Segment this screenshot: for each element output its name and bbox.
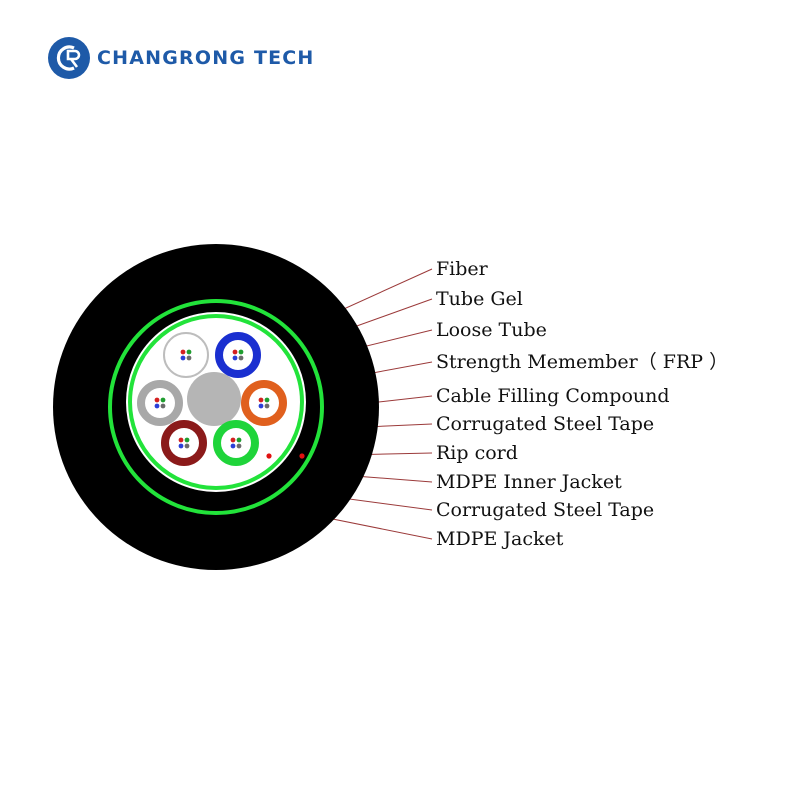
label-rip-cord: Rip cord [436, 442, 518, 464]
label-corrugated-outer: Corrugated Steel Tape [436, 499, 655, 521]
fiber [236, 437, 242, 443]
label-loose-tube: Loose Tube [436, 319, 547, 341]
strength-member-frp [187, 372, 241, 426]
label-tube-gel: Tube Gel [436, 288, 523, 310]
label-fiber: Fiber [436, 258, 488, 280]
fiber [264, 403, 270, 409]
fiber [232, 349, 238, 355]
loose-tube-3 [241, 380, 287, 426]
loose-tube-5 [161, 420, 207, 466]
fiber [184, 443, 190, 449]
loose-tube-1 [163, 332, 209, 378]
loose-tube-6 [137, 380, 183, 426]
label-mdpe-inner: MDPE Inner Jacket [436, 471, 622, 493]
label-strength-member: Strength Memember（ FRP ） [436, 351, 729, 373]
fiber [258, 397, 264, 403]
fiber [178, 443, 184, 449]
fiber [184, 437, 190, 443]
fiber [264, 397, 270, 403]
fiber [186, 355, 192, 361]
label-mdpe-jacket: MDPE Jacket [436, 528, 564, 550]
fiber [238, 349, 244, 355]
fiber [178, 437, 184, 443]
fiber [180, 355, 186, 361]
fiber [258, 403, 264, 409]
fiber [230, 443, 236, 449]
logo-icon [48, 37, 90, 79]
rip-cord-1 [266, 453, 272, 459]
fiber [154, 403, 160, 409]
fiber [232, 355, 238, 361]
loose-tube-4 [213, 420, 259, 466]
fiber [230, 437, 236, 443]
corrugated-steel-tape-outer [108, 299, 324, 515]
corrugated-steel-tape-inner [128, 314, 304, 490]
fiber [154, 397, 160, 403]
loose-tubes [137, 332, 287, 466]
fiber [238, 355, 244, 361]
loose-tube-2 [215, 332, 261, 378]
fiber [236, 443, 242, 449]
fiber [186, 349, 192, 355]
brand-logo: CHANGRONG TECH [47, 35, 315, 81]
label-corrugated-inner: Corrugated Steel Tape [436, 413, 655, 435]
fiber [160, 397, 166, 403]
rip-cord-2 [299, 453, 305, 459]
label-cable-filling: Cable Filling Compound [436, 385, 670, 407]
fiber [160, 403, 166, 409]
fiber [180, 349, 186, 355]
brand-name: CHANGRONG TECH [97, 47, 315, 69]
